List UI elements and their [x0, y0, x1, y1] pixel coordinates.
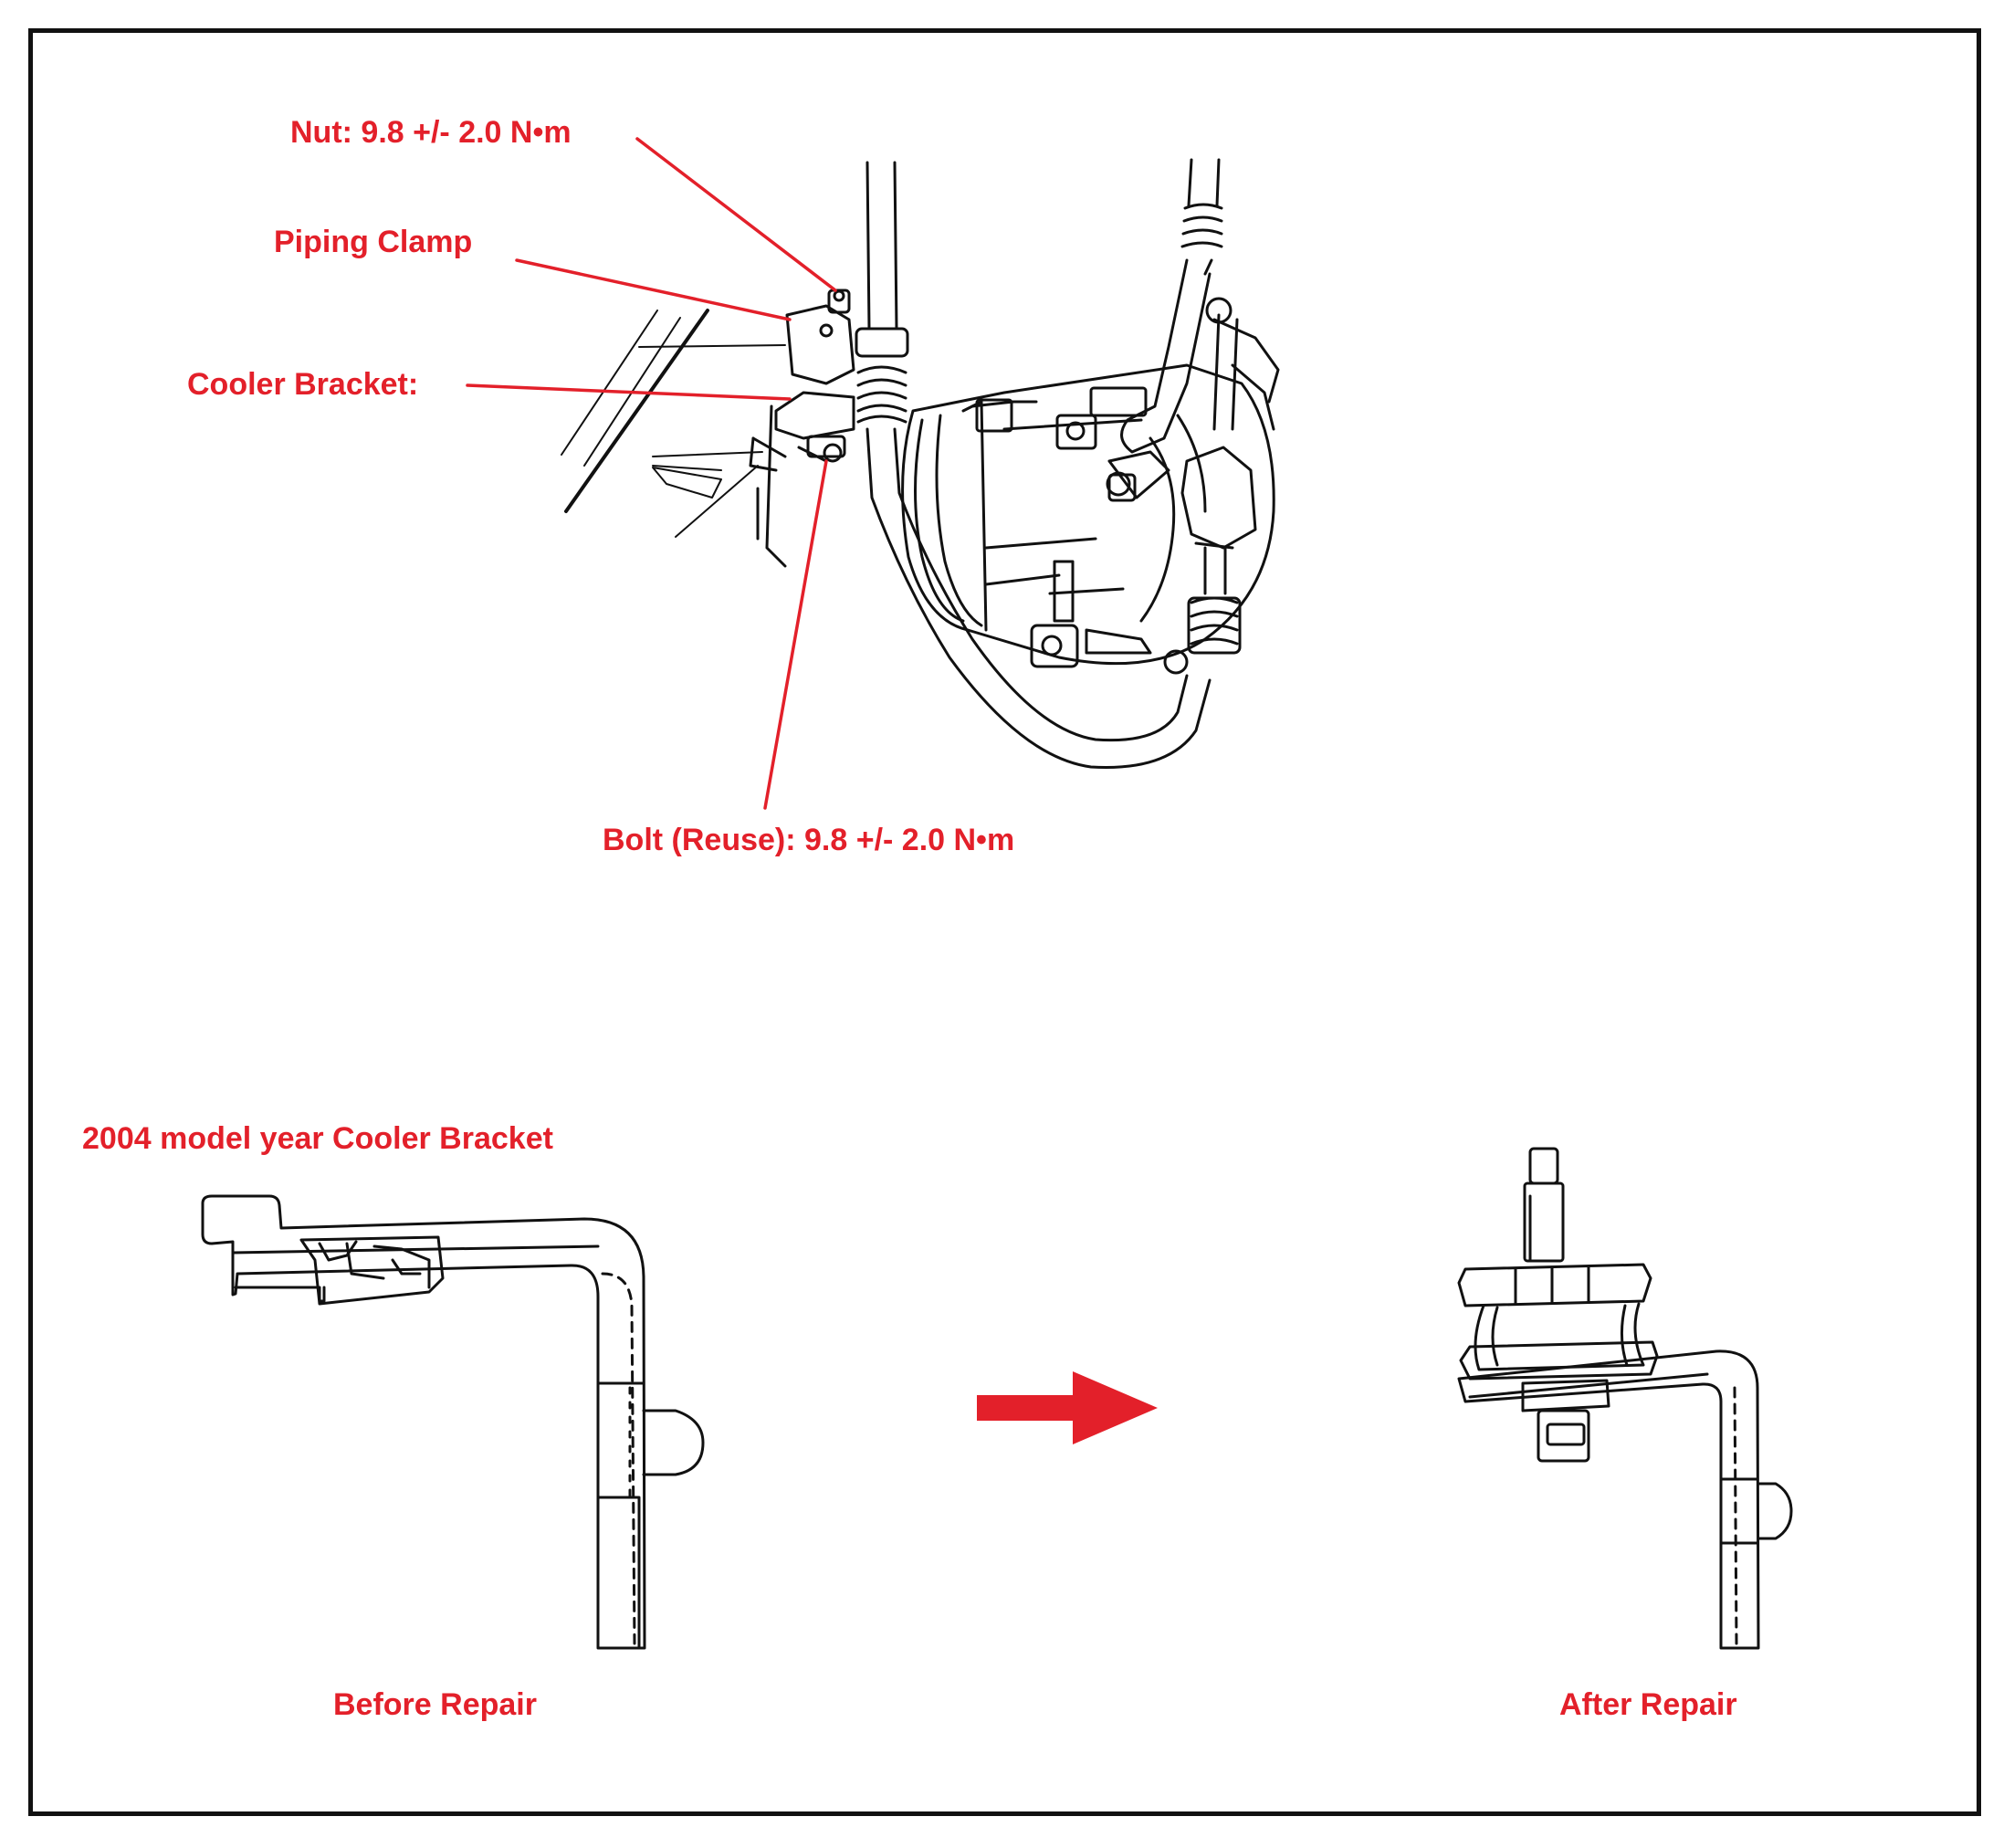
callout-leaders	[466, 137, 837, 810]
before-repair-bracket-drawing	[201, 1194, 705, 1650]
after-repair-caption: After Repair	[1559, 1687, 1737, 1722]
piping-clamp-leader	[515, 258, 792, 321]
bolt-leader	[763, 459, 828, 810]
after-repair-bracket-drawing	[1457, 1147, 1793, 1650]
lower-pipe-loop	[865, 427, 1212, 769]
before-repair-caption: Before Repair	[333, 1687, 537, 1722]
body-panel-lines	[561, 309, 786, 538]
piping-clamp-drawing	[785, 289, 909, 424]
diagram-frame	[28, 28, 1981, 1816]
right-fitting	[1163, 446, 1257, 675]
cooler-bracket-drawing	[749, 391, 855, 568]
nut-leader	[635, 137, 837, 292]
compressor-body	[901, 318, 1280, 668]
right-upper-pipe	[1120, 158, 1239, 454]
compressor-assembly-drawing	[561, 158, 1280, 769]
cooler-bracket-callout: Cooler Bracket:	[187, 367, 419, 402]
cooler-bracket-leader	[466, 383, 792, 401]
right-arrow-icon	[977, 1371, 1158, 1444]
upper-pipe	[865, 161, 898, 331]
piping-clamp-callout: Piping Clamp	[274, 225, 473, 259]
bolt-torque-callout: Bolt (Reuse): 9.8 +/- 2.0 N•m	[603, 823, 1015, 857]
bracket-heading: 2004 model year Cooler Bracket	[82, 1121, 553, 1156]
nut-torque-callout: Nut: 9.8 +/- 2.0 N•m	[290, 115, 572, 150]
